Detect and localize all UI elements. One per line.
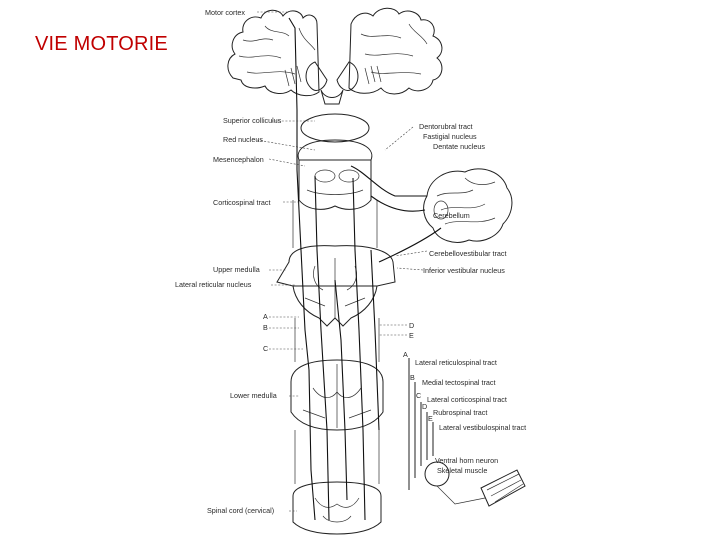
motor-cortex-drawing <box>228 8 442 104</box>
label-corticospinal-tract: Corticospinal tract <box>213 198 271 207</box>
label-tract-b-left: B <box>263 323 268 332</box>
label-lateral-reticular-nucleus: Lateral reticular nucleus <box>175 280 252 289</box>
label-key-c: C <box>416 391 421 400</box>
label-upper-medulla: Upper medulla <box>213 265 260 274</box>
label-spinal-cord: Spinal cord (cervical) <box>207 506 274 515</box>
label-superior-colliculus: Superior colliculus <box>223 116 282 125</box>
motor-pathways-diagram: Motor cortex Superior colliculus Red nuc… <box>165 0 575 540</box>
label-tract-d-right: D <box>409 321 414 330</box>
slide-title: VIE MOTORIE <box>35 33 168 56</box>
lower-medulla-section <box>291 360 383 430</box>
label-tract-e-right: E <box>409 331 414 340</box>
label-cerebellum: Cerebellum <box>433 211 470 220</box>
label-red-nucleus: Red nucleus <box>223 135 263 144</box>
label-tract-a-left: A <box>263 312 268 321</box>
label-mesencephalon: Mesencephalon <box>213 155 264 164</box>
label-fastigial-nucleus: Fastigial nucleus <box>423 132 477 141</box>
label-key-d: D <box>422 402 427 411</box>
mesencephalon-section <box>298 114 372 209</box>
label-medial-tectospinal-tract: Medial tectospinal tract <box>422 378 496 387</box>
label-key-a: A <box>403 350 408 359</box>
leader-lines <box>257 12 427 511</box>
label-lateral-reticulospinal-tract: Lateral reticulospinal tract <box>415 358 497 367</box>
label-inferior-vestibular-nucleus: Inferior vestibular nucleus <box>423 266 505 275</box>
label-lower-medulla: Lower medulla <box>230 391 277 400</box>
label-key-e: E <box>428 414 433 423</box>
label-skeletal-muscle: Skeletal muscle <box>437 466 487 475</box>
label-rubrospinal-tract: Rubrospinal tract <box>433 408 487 417</box>
label-dentorubral-tract: Dentorubral tract <box>419 122 473 131</box>
label-ventral-horn-neuron: Ventral horn neuron <box>435 456 498 465</box>
label-cerebellovestibular-tract: Cerebellovestibular tract <box>429 249 507 258</box>
label-tract-c-left: C <box>263 344 268 353</box>
label-dentate-nucleus: Dentate nucleus <box>433 142 485 151</box>
label-motor-cortex: Motor cortex <box>205 8 245 17</box>
spinal-cord-section <box>293 482 381 534</box>
label-lateral-vestibulospinal-tract: Lateral vestibulospinal tract <box>439 423 526 432</box>
diagram-svg: Motor cortex Superior colliculus Red nuc… <box>165 0 575 540</box>
label-lateral-corticospinal-tract: Lateral corticospinal tract <box>427 395 507 404</box>
label-key-b: B <box>410 373 415 382</box>
